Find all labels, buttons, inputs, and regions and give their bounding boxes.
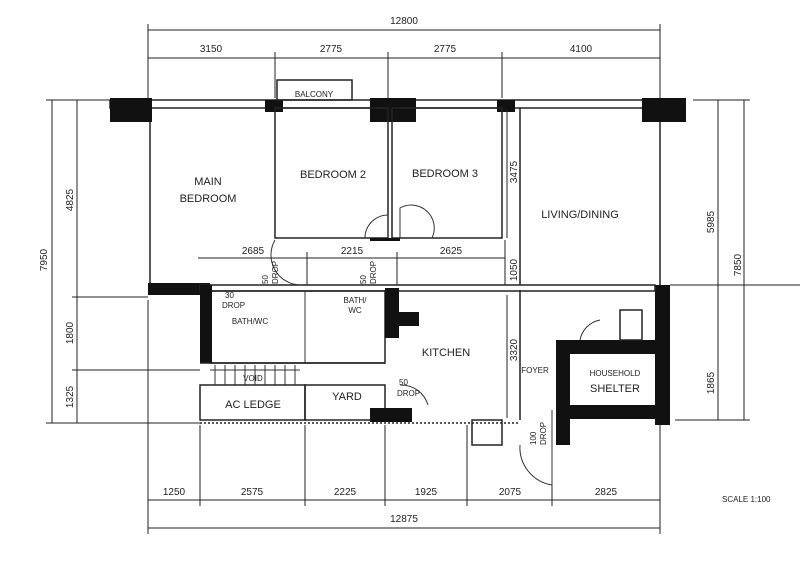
drop-entrance-value: 100 [529,431,538,445]
dim-bottom-overall: 12875 [390,514,418,525]
drop-corridor2-label: DROP [369,261,378,284]
dim-kitchen-depth: 3320 [509,338,520,361]
dim-right-overall: 7850 [733,253,744,276]
drop-yard-label: DROP [397,389,420,398]
right-dimensions: 5985 7850 1865 [670,99,800,421]
label-kitchen: KITCHEN [422,347,470,359]
label-bedroom-2: BEDROOM 2 [300,169,366,181]
entrance-door [519,410,553,486]
top-dimensions: 12800 3150 2775 2775 4100 [147,16,661,98]
dim-bottom-1: 1250 [163,487,186,498]
drop-corridor2-value: 50 [359,275,368,284]
dim-left-overall: 7950 [39,248,50,271]
label-balcony: BALCONY [295,90,334,99]
drop-yard-value: 50 [399,378,408,387]
label-main-bedroom-1: MAIN [194,176,222,188]
drop-corridor1-label: DROP [271,261,280,284]
dim-corridor-1: 2685 [242,246,265,257]
dim-bottom-5: 2075 [499,487,522,498]
dim-left-3: 1325 [65,385,76,408]
label-bedroom-3: BEDROOM 3 [412,168,478,180]
label-bath-wc-2-2: WC [348,306,362,315]
bedroom3-door [399,204,435,239]
drop-bath-value: 30 [225,291,234,300]
walls [109,79,686,486]
dim-left-2: 1800 [65,321,76,344]
dim-top-2: 2775 [320,44,343,55]
dim-bottom-4: 1925 [415,487,438,498]
label-shelter-2: SHELTER [590,383,640,395]
shelter-door [579,319,601,341]
label-bath-wc-2-1: BATH/ [344,296,368,305]
void-hatch [210,365,300,385]
dim-bottom-3: 2225 [334,487,357,498]
label-shelter-1: HOUSEHOLD [590,369,641,378]
bottom-dimensions: 1250 2575 2225 1925 2075 2825 12875 [147,300,661,534]
drop-markers: 30 DROP 50 DROP 50 DROP 50 DROP 100 DROP [222,261,548,445]
dim-top-overall: 12800 [390,16,418,27]
room-labels: BALCONY MAIN BEDROOM BEDROOM 2 BEDROOM 3… [180,90,641,411]
label-main-bedroom-2: BEDROOM [180,193,237,205]
label-ac-ledge: AC LEDGE [225,399,281,411]
label-foyer: FOYER [521,366,549,375]
dim-bottom-6: 2825 [595,487,618,498]
scale-label: SCALE 1:100 [722,495,771,504]
balcony [276,79,353,101]
left-dimensions: 7950 4825 1800 1325 [39,99,200,424]
dim-bottom-2: 2575 [241,487,264,498]
yard-door [399,384,429,406]
dim-top-3: 2775 [434,44,457,55]
label-living-dining: LIVING/DINING [541,209,619,221]
drop-entrance-label: DROP [539,422,548,445]
main-bedroom-door [270,239,301,286]
dim-top-4: 4100 [570,44,593,55]
drop-bath-label: DROP [222,301,245,310]
label-bath-wc-1: BATH/WC [232,317,269,326]
label-yard: YARD [332,391,362,403]
label-void: VOID [243,374,263,383]
bedroom2-door [364,214,389,239]
dim-corridor-3: 2625 [440,246,463,257]
dim-right-2: 1865 [706,371,717,394]
interior-dimensions: 2685 2215 2625 1050 3475 3320 [198,110,520,418]
dim-left-1: 4825 [65,188,76,211]
dim-top-1: 3150 [200,44,223,55]
dim-bedroom3-depth: 3475 [509,160,520,183]
dim-corridor-2: 2215 [341,246,364,257]
drop-corridor1-value: 50 [261,275,270,284]
dim-corridor-depth: 1050 [509,258,520,281]
dim-right-1: 5985 [706,210,717,233]
